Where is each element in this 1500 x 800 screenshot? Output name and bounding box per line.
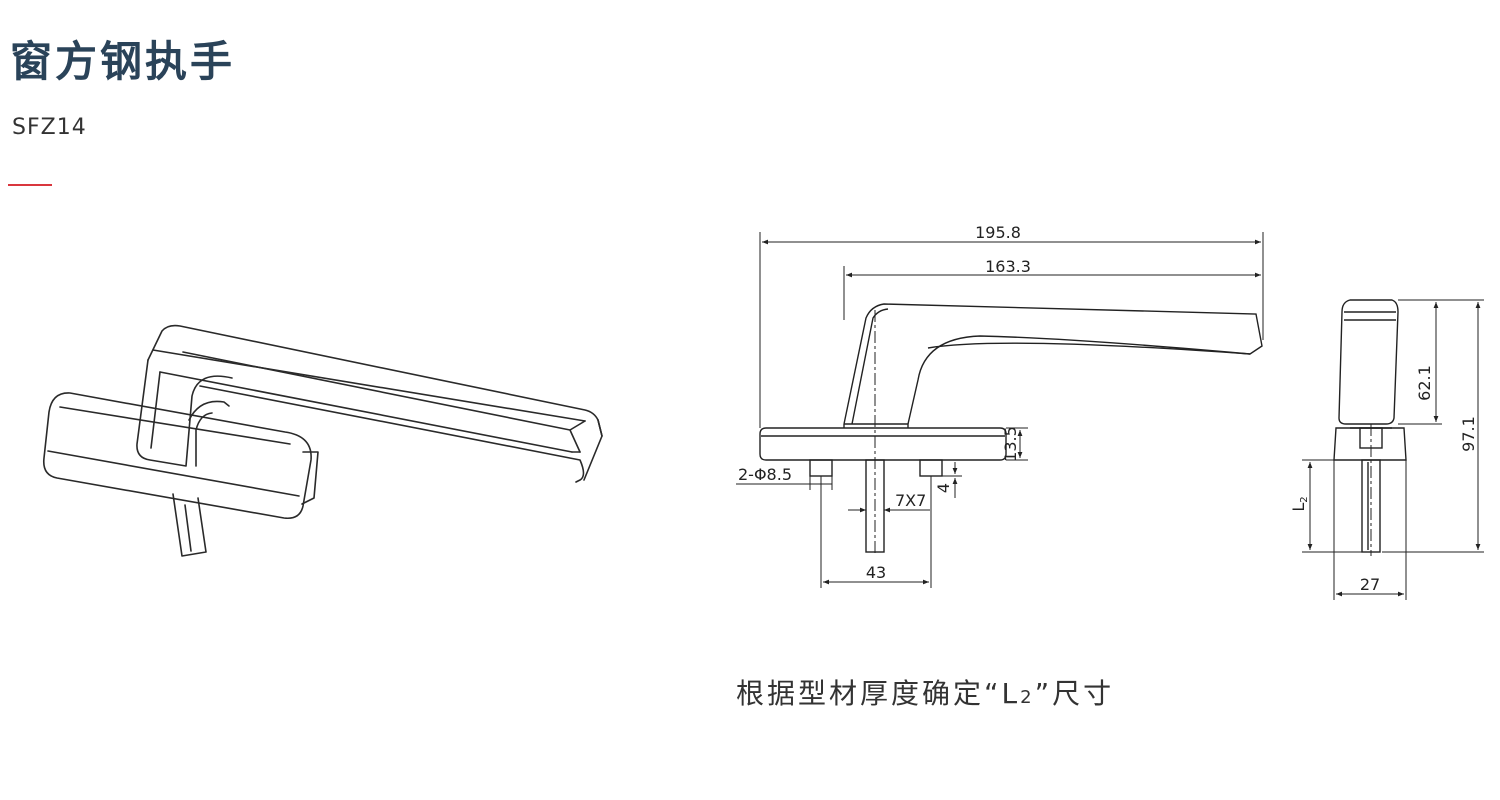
dim-total-height: 97.1 [1459,416,1478,452]
model-number: SFZ14 [12,115,87,140]
spindle-length-note: 根据型材厚度确定“L2”尺寸 [736,674,1114,718]
note-text-before: 根据型材厚度确定“L [736,677,1021,710]
dim-boss-height: 4 [934,483,953,493]
dim-mounting-holes: 2-Φ8.5 [738,465,792,484]
note-text-subscript: 2 [1020,687,1035,708]
dim-overall-length: 195.8 [975,223,1021,242]
dim-lever-length: 163.3 [985,257,1031,276]
dim-handle-height: 62.1 [1415,365,1434,401]
page-title: 窗方钢执手 [10,37,236,86]
dim-base-height: 13.5 [1001,426,1020,462]
side-view [1333,299,1407,553]
dim-spindle-length-sub: 2 [1299,496,1310,502]
accent-divider [8,184,52,186]
dim-hole-spacing: 43 [866,563,886,582]
handle-perspective-illustration [42,324,603,557]
note-text-after: ”尺寸 [1034,677,1115,710]
dim-spindle-length-base: L [1289,503,1308,512]
dim-base-width: 27 [1360,575,1380,594]
dim-spindle-length: L2 [1289,496,1310,511]
front-view [759,303,1263,553]
side-view-dimension-lines [1302,299,1484,600]
front-view-dimension-lines [736,232,1264,588]
dim-spindle-section: 7X7 [895,491,926,510]
